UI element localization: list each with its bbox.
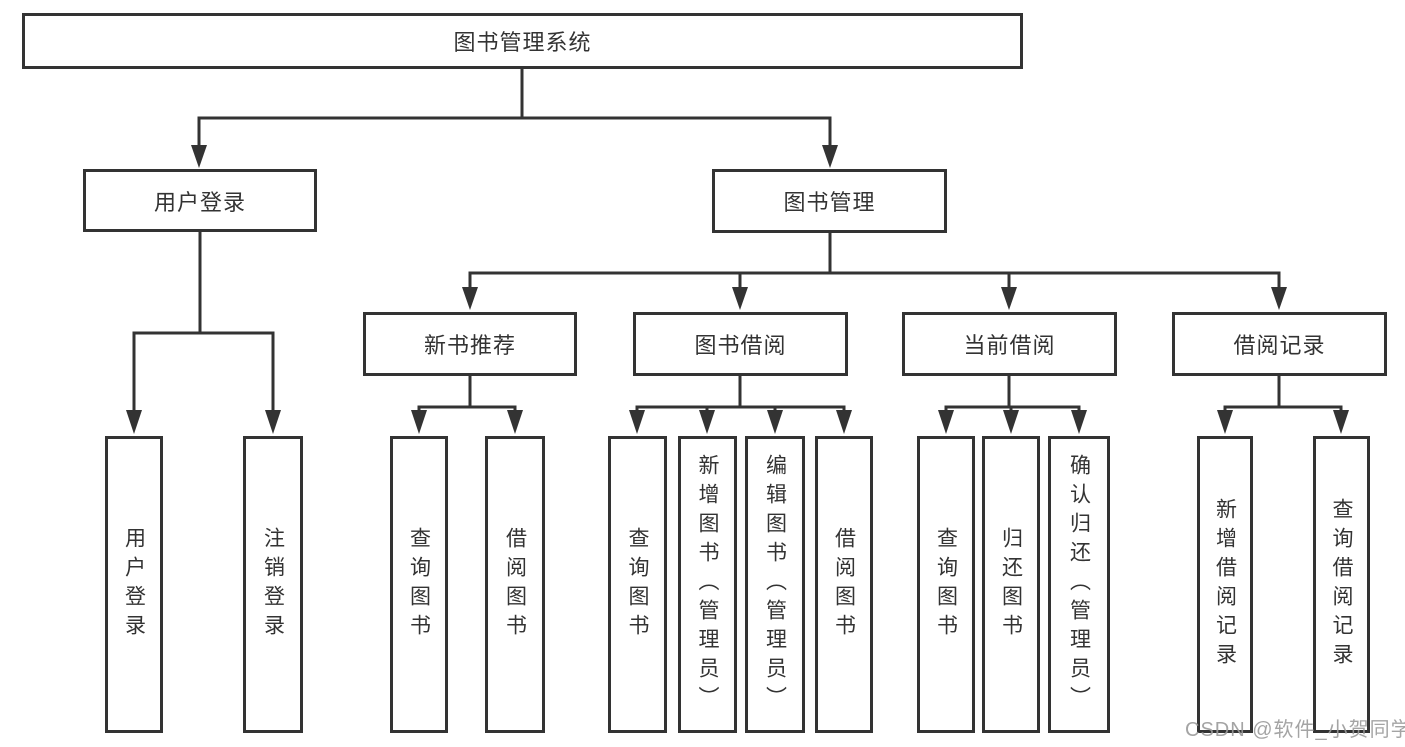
leaf-query-books-recommend: 查询图书	[390, 436, 448, 733]
leaf-edit-books-admin: 编辑图书（管理员）	[745, 436, 805, 733]
leaf-return-books: 归还图书	[982, 436, 1040, 733]
leaf-label: 用户登录	[122, 526, 146, 643]
node-book-borrowing: 图书借阅	[633, 312, 848, 376]
leaf-label: 查询借阅记录	[1330, 497, 1353, 672]
leaf-label: 查询图书	[934, 526, 958, 643]
leaf-query-books-current: 查询图书	[917, 436, 975, 733]
leaf-label: 新增图书（管理员）	[696, 454, 719, 715]
node-book-management: 图书管理	[712, 169, 947, 233]
leaf-query-books-borrowing: 查询图书	[608, 436, 667, 733]
node-borrow-records: 借阅记录	[1172, 312, 1387, 376]
leaf-label: 归还图书	[999, 526, 1023, 643]
leaf-add-books-admin: 新增图书（管理员）	[678, 436, 737, 733]
leaf-label: 确认归还（管理员）	[1067, 454, 1091, 715]
leaf-label: 查询图书	[407, 526, 431, 643]
leaf-borrow-books-borrowing: 借阅图书	[815, 436, 873, 733]
leaf-logout: 注销登录	[243, 436, 303, 733]
csdn-watermark: CSDN @软件_小贺同学	[1185, 719, 1405, 741]
leaf-label: 新增借阅记录	[1213, 497, 1237, 672]
leaf-label: 借阅图书	[503, 526, 527, 643]
leaf-borrow-books-recommend: 借阅图书	[485, 436, 545, 733]
node-user-login: 用户登录	[83, 169, 317, 232]
leaf-confirm-return-admin: 确认归还（管理员）	[1048, 436, 1110, 733]
leaf-add-borrow-record: 新增借阅记录	[1197, 436, 1253, 733]
leaf-label: 借阅图书	[832, 526, 856, 643]
leaf-query-borrow-record: 查询借阅记录	[1313, 436, 1370, 733]
node-current-borrowing: 当前借阅	[902, 312, 1117, 376]
node-library-system: 图书管理系统	[22, 13, 1023, 69]
leaf-user-login: 用户登录	[105, 436, 163, 733]
leaf-label: 编辑图书（管理员）	[763, 454, 787, 715]
leaf-label: 查询图书	[626, 526, 649, 643]
leaf-label: 注销登录	[261, 526, 285, 643]
node-new-book-recommend: 新书推荐	[363, 312, 577, 376]
